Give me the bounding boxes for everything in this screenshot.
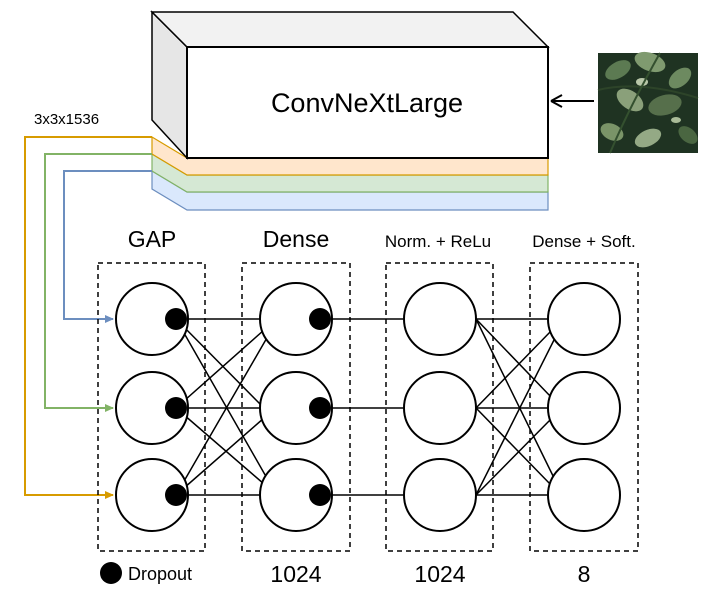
orange-connector (24, 136, 152, 499)
dense-neuron (259, 458, 333, 532)
dropout-dot (309, 484, 331, 506)
dropout-dot (165, 397, 187, 419)
dropout-legend-label: Dropout (128, 564, 192, 584)
norm-size-label: 1024 (414, 561, 465, 587)
output-neuron (547, 371, 621, 445)
norm-neuron (403, 282, 477, 356)
output-shape-label: 3x3x1536 (34, 111, 99, 128)
layer-box-dense-softmax (529, 262, 639, 552)
dropout-dot (309, 397, 331, 419)
output-neuron (547, 458, 621, 532)
dropout-dot (309, 308, 331, 330)
output-neurons (547, 282, 621, 532)
backbone-front-face (186, 46, 549, 159)
gap-neurons (115, 282, 189, 532)
output-size-label: 8 (578, 561, 591, 587)
connections-dense-norm (320, 318, 404, 496)
dense-neuron (259, 282, 333, 356)
layer-title-norm-relu: Norm. + ReLu (385, 232, 491, 251)
layer-title-dense-softmax: Dense + Soft. (532, 232, 635, 251)
dropout-dot (165, 308, 187, 330)
green-connector (44, 153, 152, 412)
output-neuron (547, 282, 621, 356)
dropout-dot (165, 484, 187, 506)
dense-neuron (259, 371, 333, 445)
layer-title-dense: Dense (263, 226, 329, 252)
norm-neurons (403, 282, 477, 532)
dropout-legend-dot (100, 562, 122, 584)
layer-title-gap: GAP (128, 226, 177, 252)
connections-norm-output (475, 318, 557, 496)
backbone-block: ConvNeXtLarge (150, 10, 550, 211)
dropout-dots (165, 308, 331, 506)
gap-neuron (115, 282, 189, 356)
gap-neuron (115, 371, 189, 445)
norm-neuron (403, 371, 477, 445)
layer-box-dense (241, 262, 351, 552)
backbone-top-face (150, 11, 550, 48)
connections-gap-dense (175, 318, 269, 496)
gap-neuron (115, 458, 189, 532)
backbone-label: ConvNeXtLarge (271, 88, 463, 118)
blue-connector (63, 170, 152, 323)
dense-neurons (259, 282, 333, 532)
norm-neuron (403, 458, 477, 532)
input-image (597, 51, 699, 154)
dense-size-label: 1024 (270, 561, 321, 587)
